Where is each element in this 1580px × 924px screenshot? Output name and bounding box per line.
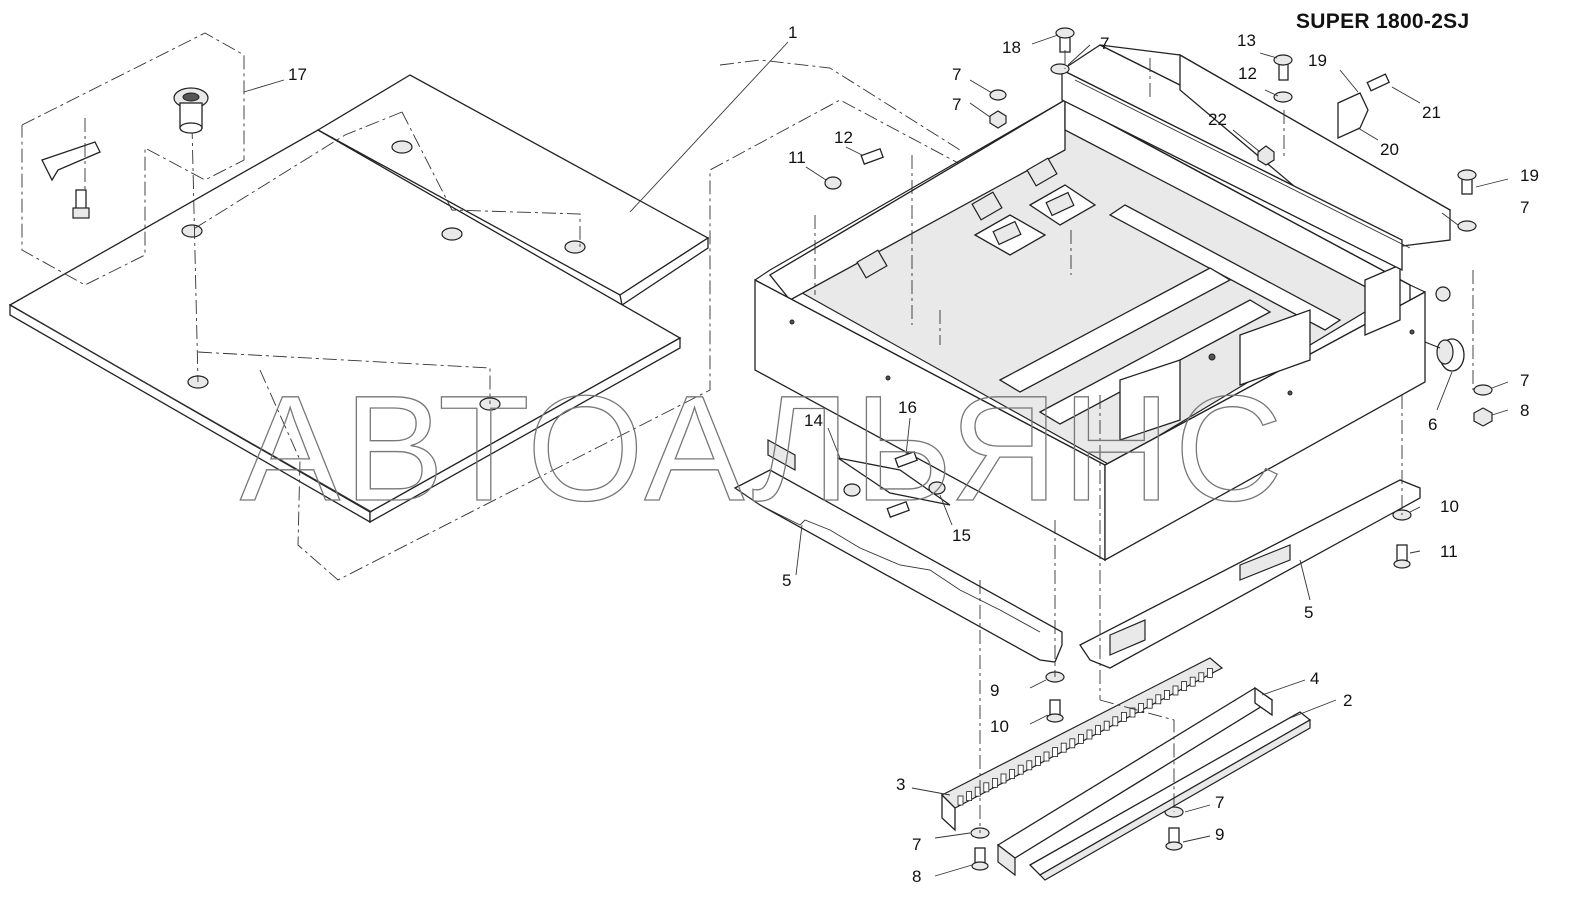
comb-tooth <box>1052 747 1058 757</box>
comb-tooth <box>1060 742 1067 753</box>
callout-19: 19 <box>1520 166 1539 185</box>
callout-7: 7 <box>1100 34 1109 53</box>
assembly-guides <box>979 50 1403 833</box>
rubber-foot-6 <box>1424 338 1465 372</box>
callout-8: 8 <box>912 867 921 886</box>
comb-tooth <box>983 782 990 793</box>
comb-tooth <box>1035 756 1041 766</box>
comb-tooth <box>1112 716 1119 727</box>
comb-tooth <box>1069 738 1076 749</box>
callout-13: 13 <box>1237 31 1256 50</box>
hardware <box>824 27 1493 871</box>
latch-detail-18 <box>21 32 245 286</box>
callout-2: 2 <box>1343 691 1352 710</box>
callout-1: 1 <box>788 23 797 42</box>
callout-21: 21 <box>1422 103 1441 122</box>
callout-12: 12 <box>834 128 853 147</box>
comb-tooth <box>1078 734 1084 744</box>
comb-tooth <box>974 786 981 797</box>
comb-strip-3 <box>940 657 1224 832</box>
callout-22: 22 <box>1208 110 1227 129</box>
comb-tooth <box>1017 764 1024 775</box>
comb-tooth <box>957 795 964 806</box>
foam-strip-4 <box>996 686 1274 877</box>
callout-5: 5 <box>1304 603 1313 622</box>
callout-8: 8 <box>1520 401 1529 420</box>
angle-strip-2 <box>1028 711 1312 881</box>
callout-5: 5 <box>782 571 791 590</box>
callout-11: 11 <box>788 148 806 167</box>
callout-7: 7 <box>952 65 961 84</box>
comb-tooth <box>1129 707 1136 718</box>
lid-outline-dash <box>719 59 961 151</box>
comb-tooth <box>1000 773 1007 784</box>
comb-tooth <box>1026 760 1033 771</box>
callout-10: 10 <box>1440 497 1459 516</box>
battery-box <box>754 98 1426 562</box>
callout-7: 7 <box>952 95 961 114</box>
callout-7: 7 <box>1520 371 1529 390</box>
callout-17: 17 <box>288 65 307 84</box>
comb-tooth <box>1146 698 1153 709</box>
comb-tooth <box>1121 712 1127 722</box>
comb-tooth <box>1189 676 1196 687</box>
callout-9: 9 <box>1215 825 1224 844</box>
comb-tooth <box>1138 703 1144 713</box>
comb-tooth <box>1207 668 1213 678</box>
callout-14: 14 <box>804 411 823 430</box>
callout-7: 7 <box>1215 793 1224 812</box>
callout-16: 16 <box>898 398 917 417</box>
comb-tooth <box>1103 720 1110 731</box>
lid-assembly <box>8 74 710 524</box>
callout-18: 18 <box>1002 38 1021 57</box>
callout-7: 7 <box>1520 198 1529 217</box>
callout-7: 7 <box>912 835 921 854</box>
comb-tooth <box>1086 729 1093 740</box>
comb-tooth <box>1009 769 1015 779</box>
comb-tooth <box>1043 751 1050 762</box>
comb-tooth <box>1095 725 1101 735</box>
watermark-text: АВТОАЛЬЯНС <box>240 364 1287 532</box>
callout-3: 3 <box>896 775 905 794</box>
comb-tooth <box>992 778 998 788</box>
bracket-20 <box>1337 92 1369 140</box>
top-channel <box>814 44 1474 390</box>
callout-20: 20 <box>1380 140 1399 159</box>
callout-15: 15 <box>952 526 971 545</box>
comb-tooth <box>1164 690 1170 700</box>
callout-12: 12 <box>1238 64 1257 83</box>
callout-labels: 1234556777777788991010111112121314151617… <box>288 23 1539 886</box>
callout-9: 9 <box>990 681 999 700</box>
comb-tooth <box>966 791 972 801</box>
callout-4: 4 <box>1310 669 1319 688</box>
side-rail-right-5 <box>1079 479 1421 669</box>
callout-10: 10 <box>990 717 1009 736</box>
callout-11: 11 <box>1440 542 1458 561</box>
callout-6: 6 <box>1428 415 1437 434</box>
comb-tooth <box>1198 672 1205 683</box>
callout-19: 19 <box>1308 51 1327 70</box>
comb-tooth <box>1172 685 1179 696</box>
comb-tooth <box>1155 694 1162 705</box>
leader-lines <box>243 34 1509 877</box>
diagram-title: SUPER 1800-2SJ <box>1296 10 1470 33</box>
comb-tooth <box>1181 681 1187 691</box>
